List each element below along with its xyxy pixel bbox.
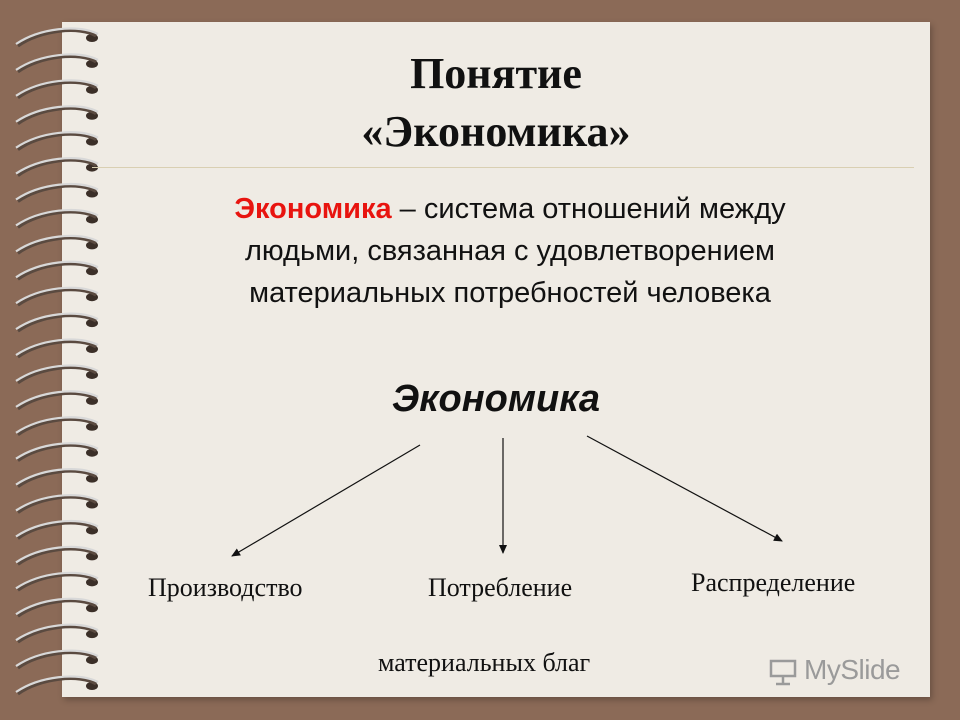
spiral-ring xyxy=(15,597,99,618)
branch-distribution: Распределение xyxy=(691,568,856,597)
spiral-ring xyxy=(15,675,99,696)
spiral-ring xyxy=(15,79,99,100)
diagram-center-node: Экономика xyxy=(391,378,601,420)
spiral-ring xyxy=(15,390,99,411)
spiral-binding-icon xyxy=(15,27,99,696)
spiral-ring xyxy=(15,416,99,437)
spiral-ring xyxy=(15,494,99,514)
spiral-ring xyxy=(15,234,99,255)
definition-line1-rest: – система отношений между xyxy=(391,193,786,225)
spiral-ring xyxy=(15,545,99,566)
spiral-ring xyxy=(15,53,99,74)
arrow-to-distribution xyxy=(586,435,783,542)
branch-production: Производство xyxy=(148,573,303,602)
spiral-ring xyxy=(15,105,99,125)
spiral-ring xyxy=(15,208,99,229)
presentation-board-icon xyxy=(769,659,797,686)
watermark-logo: MySlide xyxy=(804,654,901,685)
spiral-ring xyxy=(15,649,99,670)
spiral-ring xyxy=(15,338,99,359)
spiral-ring xyxy=(15,623,99,644)
definition-line1: Экономика – система отношений между xyxy=(130,188,890,230)
spiral-ring xyxy=(15,312,99,333)
slide-title-line2: «Экономика» xyxy=(361,107,631,156)
spiral-ring xyxy=(15,27,99,48)
diagram-footer: материальных благ xyxy=(378,648,591,677)
definition-block: Экономика – система отношений между людь… xyxy=(130,188,890,314)
definition-line2: людьми, связанная с удовлетворением xyxy=(245,235,775,267)
spiral-ring xyxy=(15,571,99,592)
spiral-ring xyxy=(15,286,99,307)
spiral-ring xyxy=(15,260,99,281)
spiral-ring xyxy=(15,519,99,540)
definition-line3: материальных потребностей человека xyxy=(249,277,771,309)
spiral-ring xyxy=(15,364,99,385)
branch-consumption: Потребление xyxy=(428,573,573,602)
arrow-to-production xyxy=(231,444,421,557)
definition-term: Экономика xyxy=(234,193,392,225)
slide-title-line1: Понятие xyxy=(410,49,582,98)
spiral-ring xyxy=(15,183,99,203)
spiral-ring xyxy=(15,468,99,488)
title-divider xyxy=(92,167,914,168)
spiral-ring xyxy=(15,442,99,462)
spiral-ring xyxy=(15,131,99,151)
slide-page xyxy=(62,22,930,697)
